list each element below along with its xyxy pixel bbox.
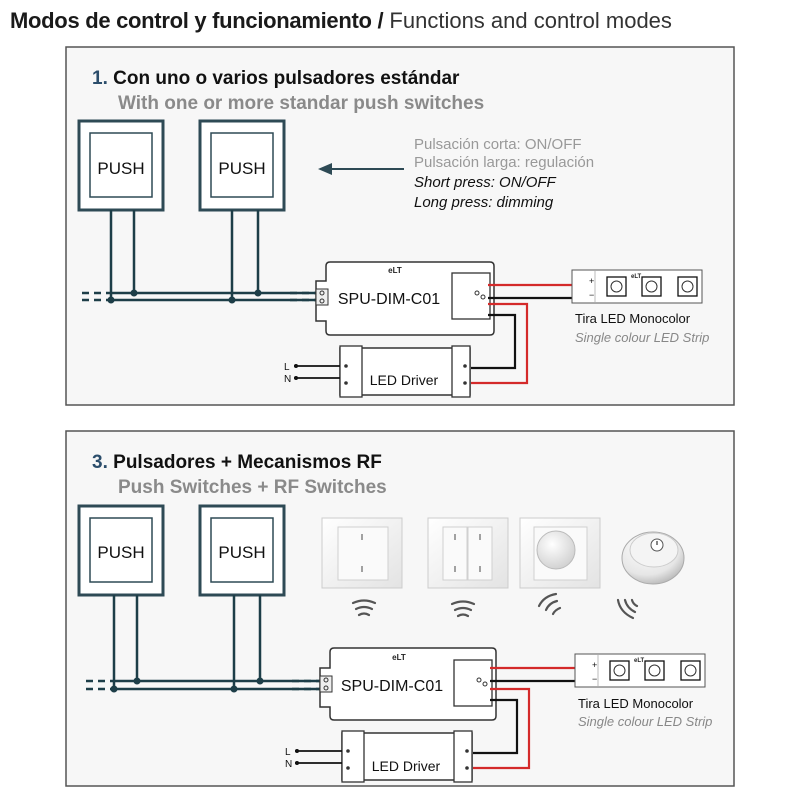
strip-label-es: Tira LED Monocolor (578, 696, 694, 711)
panel-3-title-es: Pulsadores + Mecanismos RF (113, 452, 382, 473)
controller-brand: eLT (392, 653, 406, 662)
note-short-press-en: Short press: ON/OFF (414, 174, 557, 191)
controller-model: SPU-DIM-C01 (338, 291, 440, 308)
wireless-signal-icon (616, 598, 639, 620)
page-title: Modos de control y funcionamiento / Func… (10, 6, 800, 36)
mains-n-label: N (284, 374, 291, 385)
note-long-press-es: Pulsación larga: regulación (414, 154, 594, 171)
strip-minus-label: − (592, 674, 597, 684)
push-switch-label: PUSH (218, 159, 265, 178)
rf-round-remote (621, 531, 685, 585)
page-title-english: Functions and control modes (389, 8, 672, 33)
push-switch: PUSH (198, 504, 286, 597)
wireless-signal-icon (351, 599, 377, 617)
strip-label-en: Single colour LED Strip (578, 714, 712, 729)
push-switch: PUSH (77, 504, 165, 597)
strip-label-en: Single colour LED Strip (575, 330, 709, 345)
push-switch: PUSH (77, 119, 165, 212)
push-switch-label: PUSH (97, 159, 144, 178)
led-strip: + − eLT (574, 653, 706, 688)
panel-1-frame (65, 46, 735, 406)
wire-junction-dots (110, 677, 264, 693)
strip-plus-label: + (589, 276, 594, 286)
panel-3: 3. Pulsadores + Mecanismos RF Push Switc… (65, 430, 735, 787)
driver-label: LED Driver (370, 372, 439, 388)
push-switch: PUSH (198, 119, 286, 212)
controller-model: SPU-DIM-C01 (341, 678, 443, 695)
switch-wiring (82, 210, 318, 302)
controller: eLT SPU-DIM-C01 (315, 261, 495, 336)
panel-1-heading: 1. Con uno o varios pulsadores estándar (92, 68, 460, 89)
output-wiring (471, 283, 572, 385)
left-arrow-icon (318, 163, 404, 175)
panel-3-number: 3. (92, 452, 108, 473)
switch-wiring (86, 595, 320, 691)
led-driver: LED Driver (339, 345, 471, 398)
strip-brand: eLT (634, 658, 645, 664)
wireless-signal-icon (450, 600, 476, 618)
strip-minus-label: − (589, 290, 594, 300)
rf-rotary-dimmer (519, 517, 601, 589)
mains-l-label: L (285, 747, 291, 758)
rf-double-wall-switch (427, 517, 509, 589)
push-switch-label: PUSH (218, 543, 265, 562)
panel-3-frame (65, 430, 735, 787)
mains-n-label: N (285, 759, 292, 770)
wireless-signal-icon (537, 592, 562, 616)
panel-3-title-en: Push Switches + RF Switches (118, 477, 387, 498)
panel-1: 1. Con uno o varios pulsadores estándar … (65, 46, 735, 406)
mains-input: L N (284, 362, 340, 385)
controller: eLT SPU-DIM-C01 (319, 647, 497, 721)
note-short-press-es: Pulsación corta: ON/OFF (414, 136, 582, 153)
output-wiring (473, 666, 575, 770)
push-switch-label: PUSH (97, 543, 144, 562)
rf-single-wall-switch (321, 517, 403, 589)
controller-brand: eLT (388, 266, 402, 275)
panel-3-heading: 3. Pulsadores + Mecanismos RF (92, 452, 382, 473)
mains-l-label: L (284, 362, 290, 373)
panel-1-title-en: With one or more standar push switches (118, 93, 484, 114)
panel-1-number: 1. (92, 68, 108, 89)
strip-brand: eLT (631, 274, 642, 280)
panel-1-title-es: Con uno o varios pulsadores estándar (113, 68, 460, 89)
led-driver: LED Driver (341, 730, 473, 783)
wire-junction-dots (107, 289, 262, 304)
page-title-spanish: Modos de control y funcionamiento / (10, 8, 384, 33)
led-strip: + − eLT (571, 269, 703, 304)
strip-plus-label: + (592, 660, 597, 670)
mains-input: L N (285, 747, 342, 770)
driver-label: LED Driver (372, 758, 441, 774)
note-long-press-en: Long press: dimming (414, 194, 554, 211)
strip-label-es: Tira LED Monocolor (575, 311, 691, 326)
